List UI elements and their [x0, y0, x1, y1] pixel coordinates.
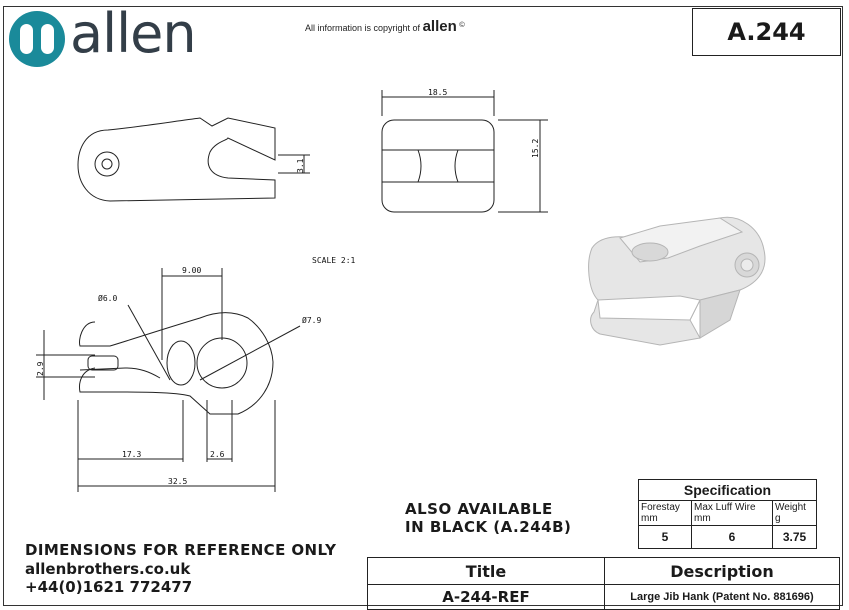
title-block: Title Description A-244-REF Large Jib Ha… — [367, 557, 840, 610]
dim-17-3: 17.3 — [122, 450, 142, 459]
spec-forestay-unit: mm — [641, 513, 658, 524]
spec-col-weight: Weight g — [772, 500, 817, 526]
also-available-note: ALSO AVAILABLE IN BLACK (A.244B) — [405, 500, 571, 536]
copyright-text: All information is copyright of — [305, 23, 421, 33]
description-header: Description — [604, 557, 840, 585]
description-value: Large Jib Hank (Patent No. 881696) — [604, 584, 840, 610]
dim-top-height: 15.2 — [531, 138, 540, 158]
dim-top-width: 18.5 — [428, 88, 448, 97]
dim-dia-small: Ø6.0 — [98, 294, 118, 303]
front-view — [36, 268, 301, 492]
specification-table: Specification Forestay mm Max Luff Wire … — [638, 479, 817, 549]
drawing-scale: SCALE 2:1 — [312, 256, 356, 265]
dim-9: 9.00 — [182, 266, 202, 275]
spec-weight-value: 3.75 — [772, 525, 817, 549]
dim-dia-large: Ø7.9 — [302, 316, 322, 325]
side-view — [77, 117, 310, 202]
spec-weight-label: Weight — [775, 502, 806, 513]
dim-gap: 3.1 — [296, 158, 305, 173]
spec-weight-unit: g — [775, 513, 781, 524]
logo-mark-icon — [9, 11, 65, 67]
spec-forestay-label: Forestay — [641, 502, 680, 513]
dim-32-5: 32.5 — [168, 477, 188, 486]
dim-2-6: 2.6 — [210, 450, 225, 459]
spec-luff-value: 6 — [691, 525, 773, 549]
phone-number: +44(0)1621 772477 — [25, 578, 193, 596]
spec-col-forestay: Forestay mm — [638, 500, 692, 526]
logo-wordmark: allen — [70, 2, 197, 65]
copyright-brand: allen — [422, 18, 457, 35]
specification-title: Specification — [638, 479, 817, 501]
top-view — [381, 90, 548, 213]
part-number: A.244 — [727, 18, 806, 46]
spec-luff-label: Max Luff Wire — [694, 502, 756, 513]
part-number-box: A.244 — [692, 8, 841, 56]
title-value: A-244-REF — [367, 584, 605, 610]
spec-forestay-value: 5 — [638, 525, 692, 549]
copyright-notice: All information is copyright of allen © — [305, 18, 465, 35]
spec-luff-unit: mm — [694, 513, 711, 524]
dimensions-disclaimer: DIMENSIONS FOR REFERENCE ONLY — [25, 541, 337, 559]
title-header: Title — [367, 557, 605, 585]
also-available-line2: IN BLACK (A.244B) — [405, 518, 572, 536]
website-text: allenbrothers.co.uk — [25, 560, 191, 578]
copyright-symbol: © — [459, 20, 465, 29]
spec-col-max-luff-wire: Max Luff Wire mm — [691, 500, 773, 526]
part-render — [588, 216, 766, 346]
dim-2-9: 2.9 — [36, 361, 45, 376]
also-available-line1: ALSO AVAILABLE — [405, 500, 553, 518]
